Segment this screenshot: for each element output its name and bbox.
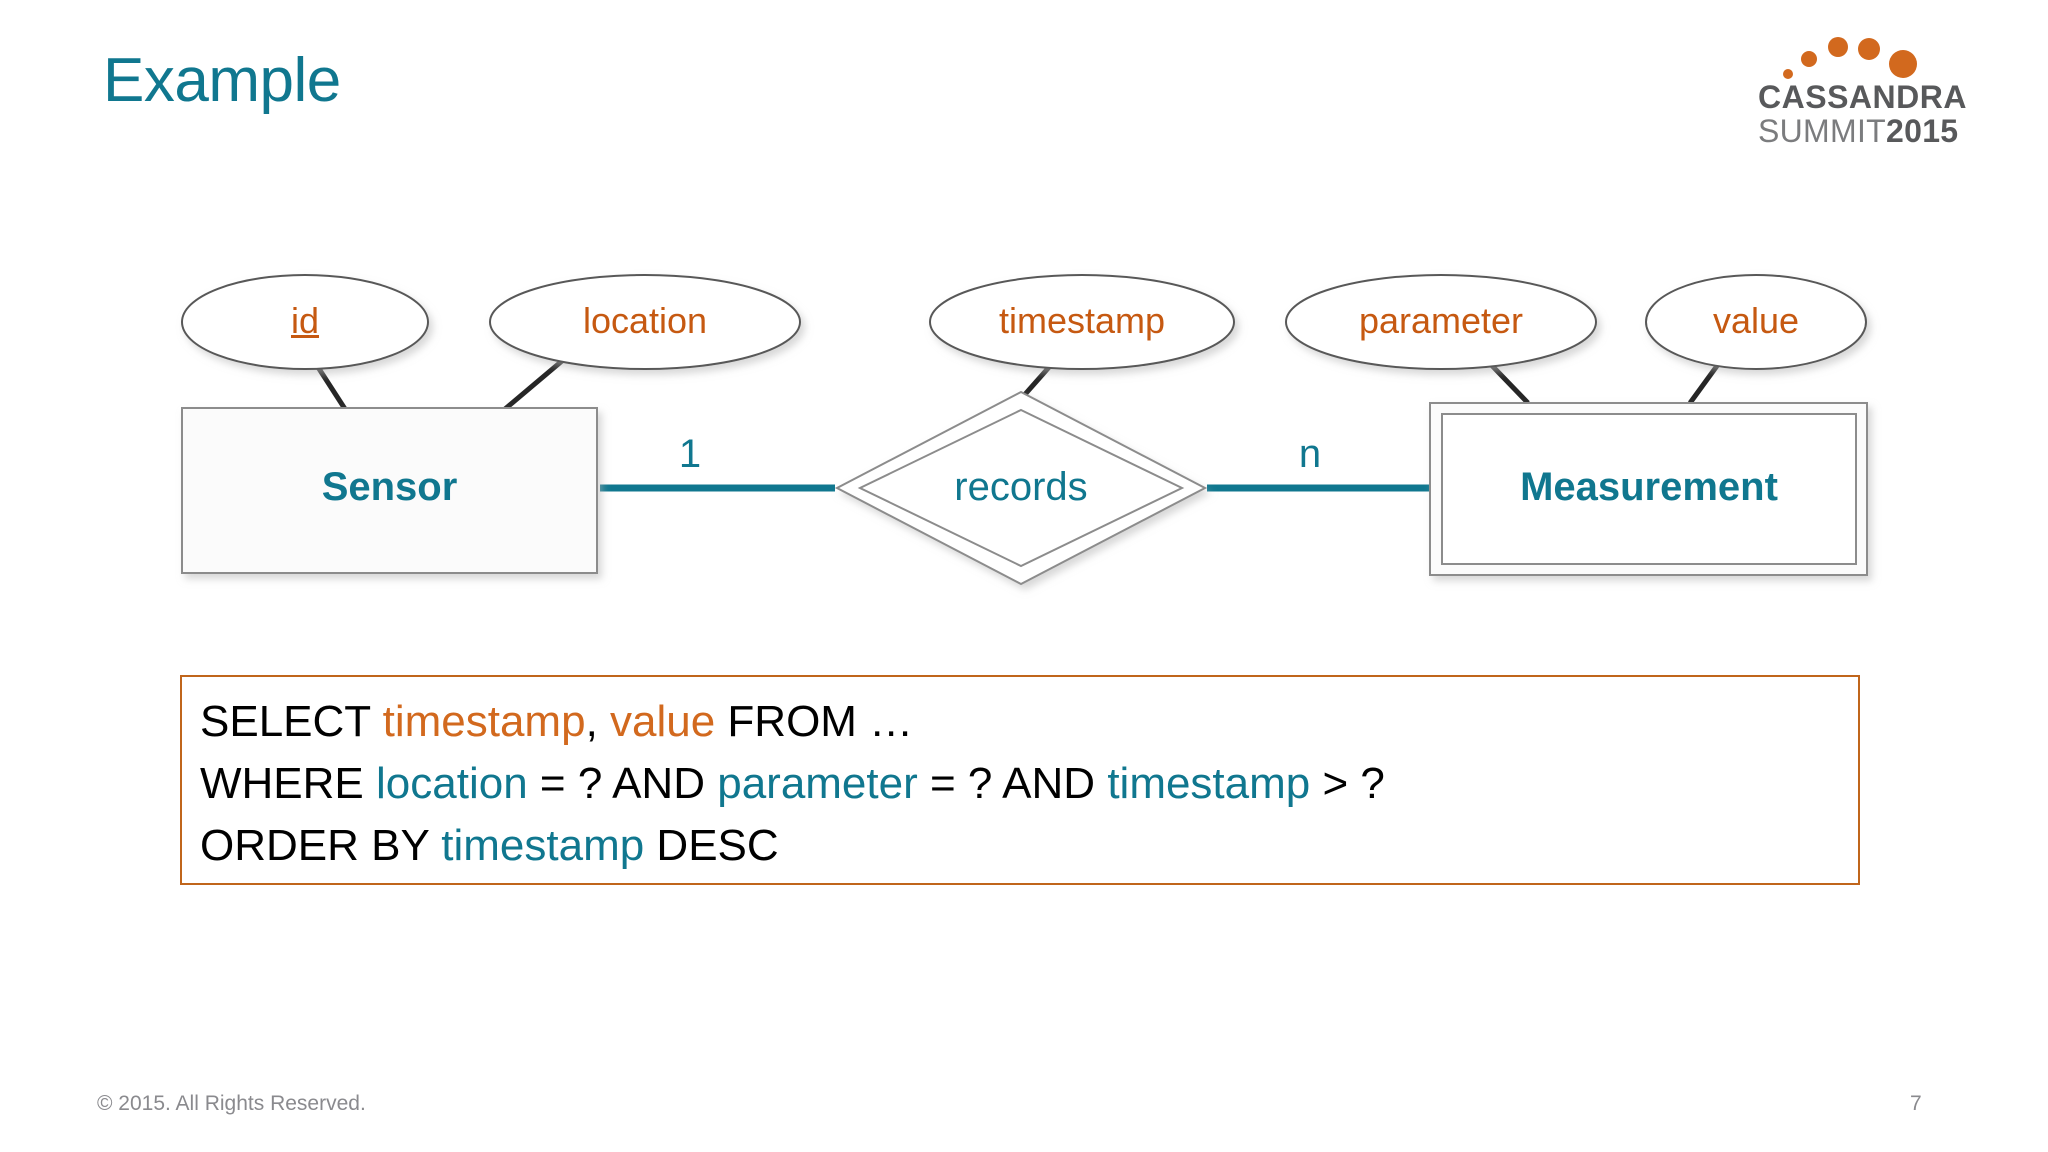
entity-label-sensor: Sensor (321, 465, 458, 509)
attribute-label-timestamp: timestamp (998, 300, 1166, 341)
logo-summit-word: SUMMIT (1758, 113, 1887, 149)
page-title: Example (103, 46, 341, 115)
logo-wordmark: CASSANDRA SUMMIT2015 (1758, 80, 1978, 155)
sql-line-select: SELECT timestamp, value FROM … (200, 691, 1858, 753)
footer-copyright: © 2015. All Rights Reserved. (97, 1092, 366, 1115)
cardinality-label-n: n (1298, 432, 1322, 476)
footer-page-number: 7 (1910, 1092, 1922, 1115)
connector-id-sensor (302, 345, 348, 411)
relationship-label-records: records (954, 465, 1088, 509)
cardinality-label-one: 1 (678, 432, 702, 476)
logo-line-summit: SUMMIT2015 (1758, 114, 1978, 155)
connector-location-sensor (503, 348, 577, 411)
sql-line-orderby: ORDER BY timestamp DESC (200, 815, 1858, 877)
sql-keyword-orderby: ORDER BY (200, 821, 442, 870)
attribute-label-value: value (1712, 300, 1800, 341)
sql-keyword-from: FROM … (715, 697, 914, 746)
entity-label-measurement: Measurement (1520, 465, 1778, 509)
sql-column-parameter: parameter (717, 759, 918, 808)
sql-line-where: WHERE location = ? AND parameter = ? AND… (200, 753, 1858, 815)
sql-column-value: value (610, 697, 716, 746)
sql-query-box: SELECT timestamp, value FROM … WHERE loc… (180, 675, 1860, 885)
logo-summit-year: 2015 (1886, 113, 1959, 149)
connector-value-measurement (1687, 346, 1733, 405)
logo-line-cassandra: CASSANDRA (1758, 79, 1967, 115)
sql-column-timestamp-where: timestamp (1107, 759, 1311, 808)
sql-predicate-2: = ? AND (917, 759, 1108, 808)
sql-predicate-3: > ? (1310, 759, 1385, 808)
sql-predicate-1: = ? AND (527, 759, 718, 808)
sql-column-timestamp-order: timestamp (441, 821, 645, 870)
attribute-label-parameter: parameter (1358, 300, 1524, 341)
sql-column-timestamp: timestamp (382, 697, 586, 746)
cassandra-summit-logo: CASSANDRA SUMMIT2015 (1758, 26, 1978, 148)
connector-timestamp-records (1018, 346, 1068, 402)
attribute-label-location: location (582, 300, 708, 341)
sql-keyword-where: WHERE (200, 759, 376, 808)
attribute-label-id: id (290, 300, 320, 341)
sql-column-location: location (376, 759, 528, 808)
sql-keyword-select: SELECT (200, 697, 383, 746)
sql-keyword-desc: DESC (644, 821, 779, 870)
connector-parameter-measurement (1473, 346, 1530, 405)
logo-dots-icon (1783, 37, 1917, 79)
sql-comma: , (585, 697, 611, 746)
